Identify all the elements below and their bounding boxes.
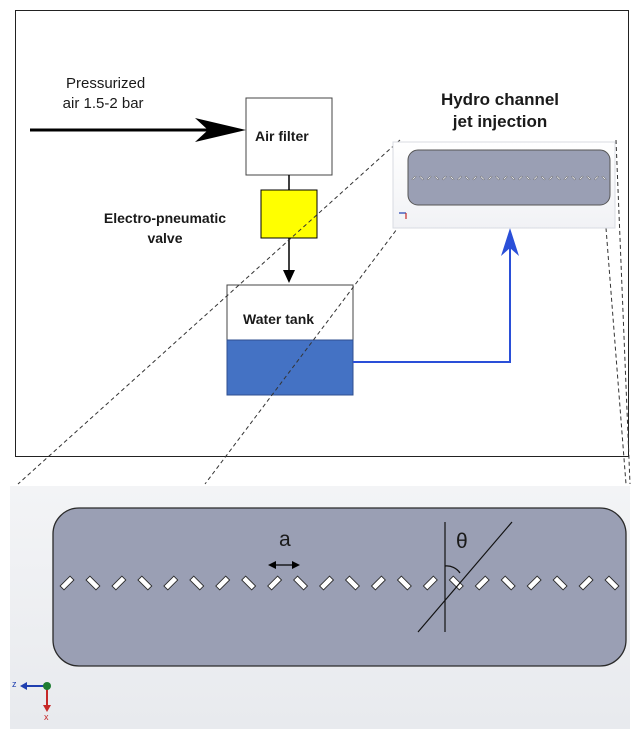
inlet-label-line1: Pressurized <box>66 75 146 92</box>
water-tank-label: Water tank <box>243 311 315 327</box>
inlet-label: Pressurized air 1.5-2 bar <box>63 74 146 114</box>
axis-x-label: x <box>44 712 49 722</box>
valve-label-line1: Electro-pneumatic <box>103 210 227 226</box>
channel-detail-panel <box>10 486 630 729</box>
valve-label-line2: valve <box>147 230 183 246</box>
axis-z-label: z <box>12 679 17 689</box>
channel-title-line2: jet injection <box>452 112 548 131</box>
angle-label: θ <box>456 530 468 553</box>
channel-title-line1: Hydro channel <box>440 90 560 109</box>
inlet-label-line2: air 1.5-2 bar <box>62 95 144 112</box>
air-filter-label: Air filter <box>255 128 309 144</box>
valve-label: Electro-pneumatic valve <box>80 208 250 248</box>
channel-title: Hydro channel jet injection <box>410 89 590 133</box>
spacing-label: a <box>279 528 291 551</box>
